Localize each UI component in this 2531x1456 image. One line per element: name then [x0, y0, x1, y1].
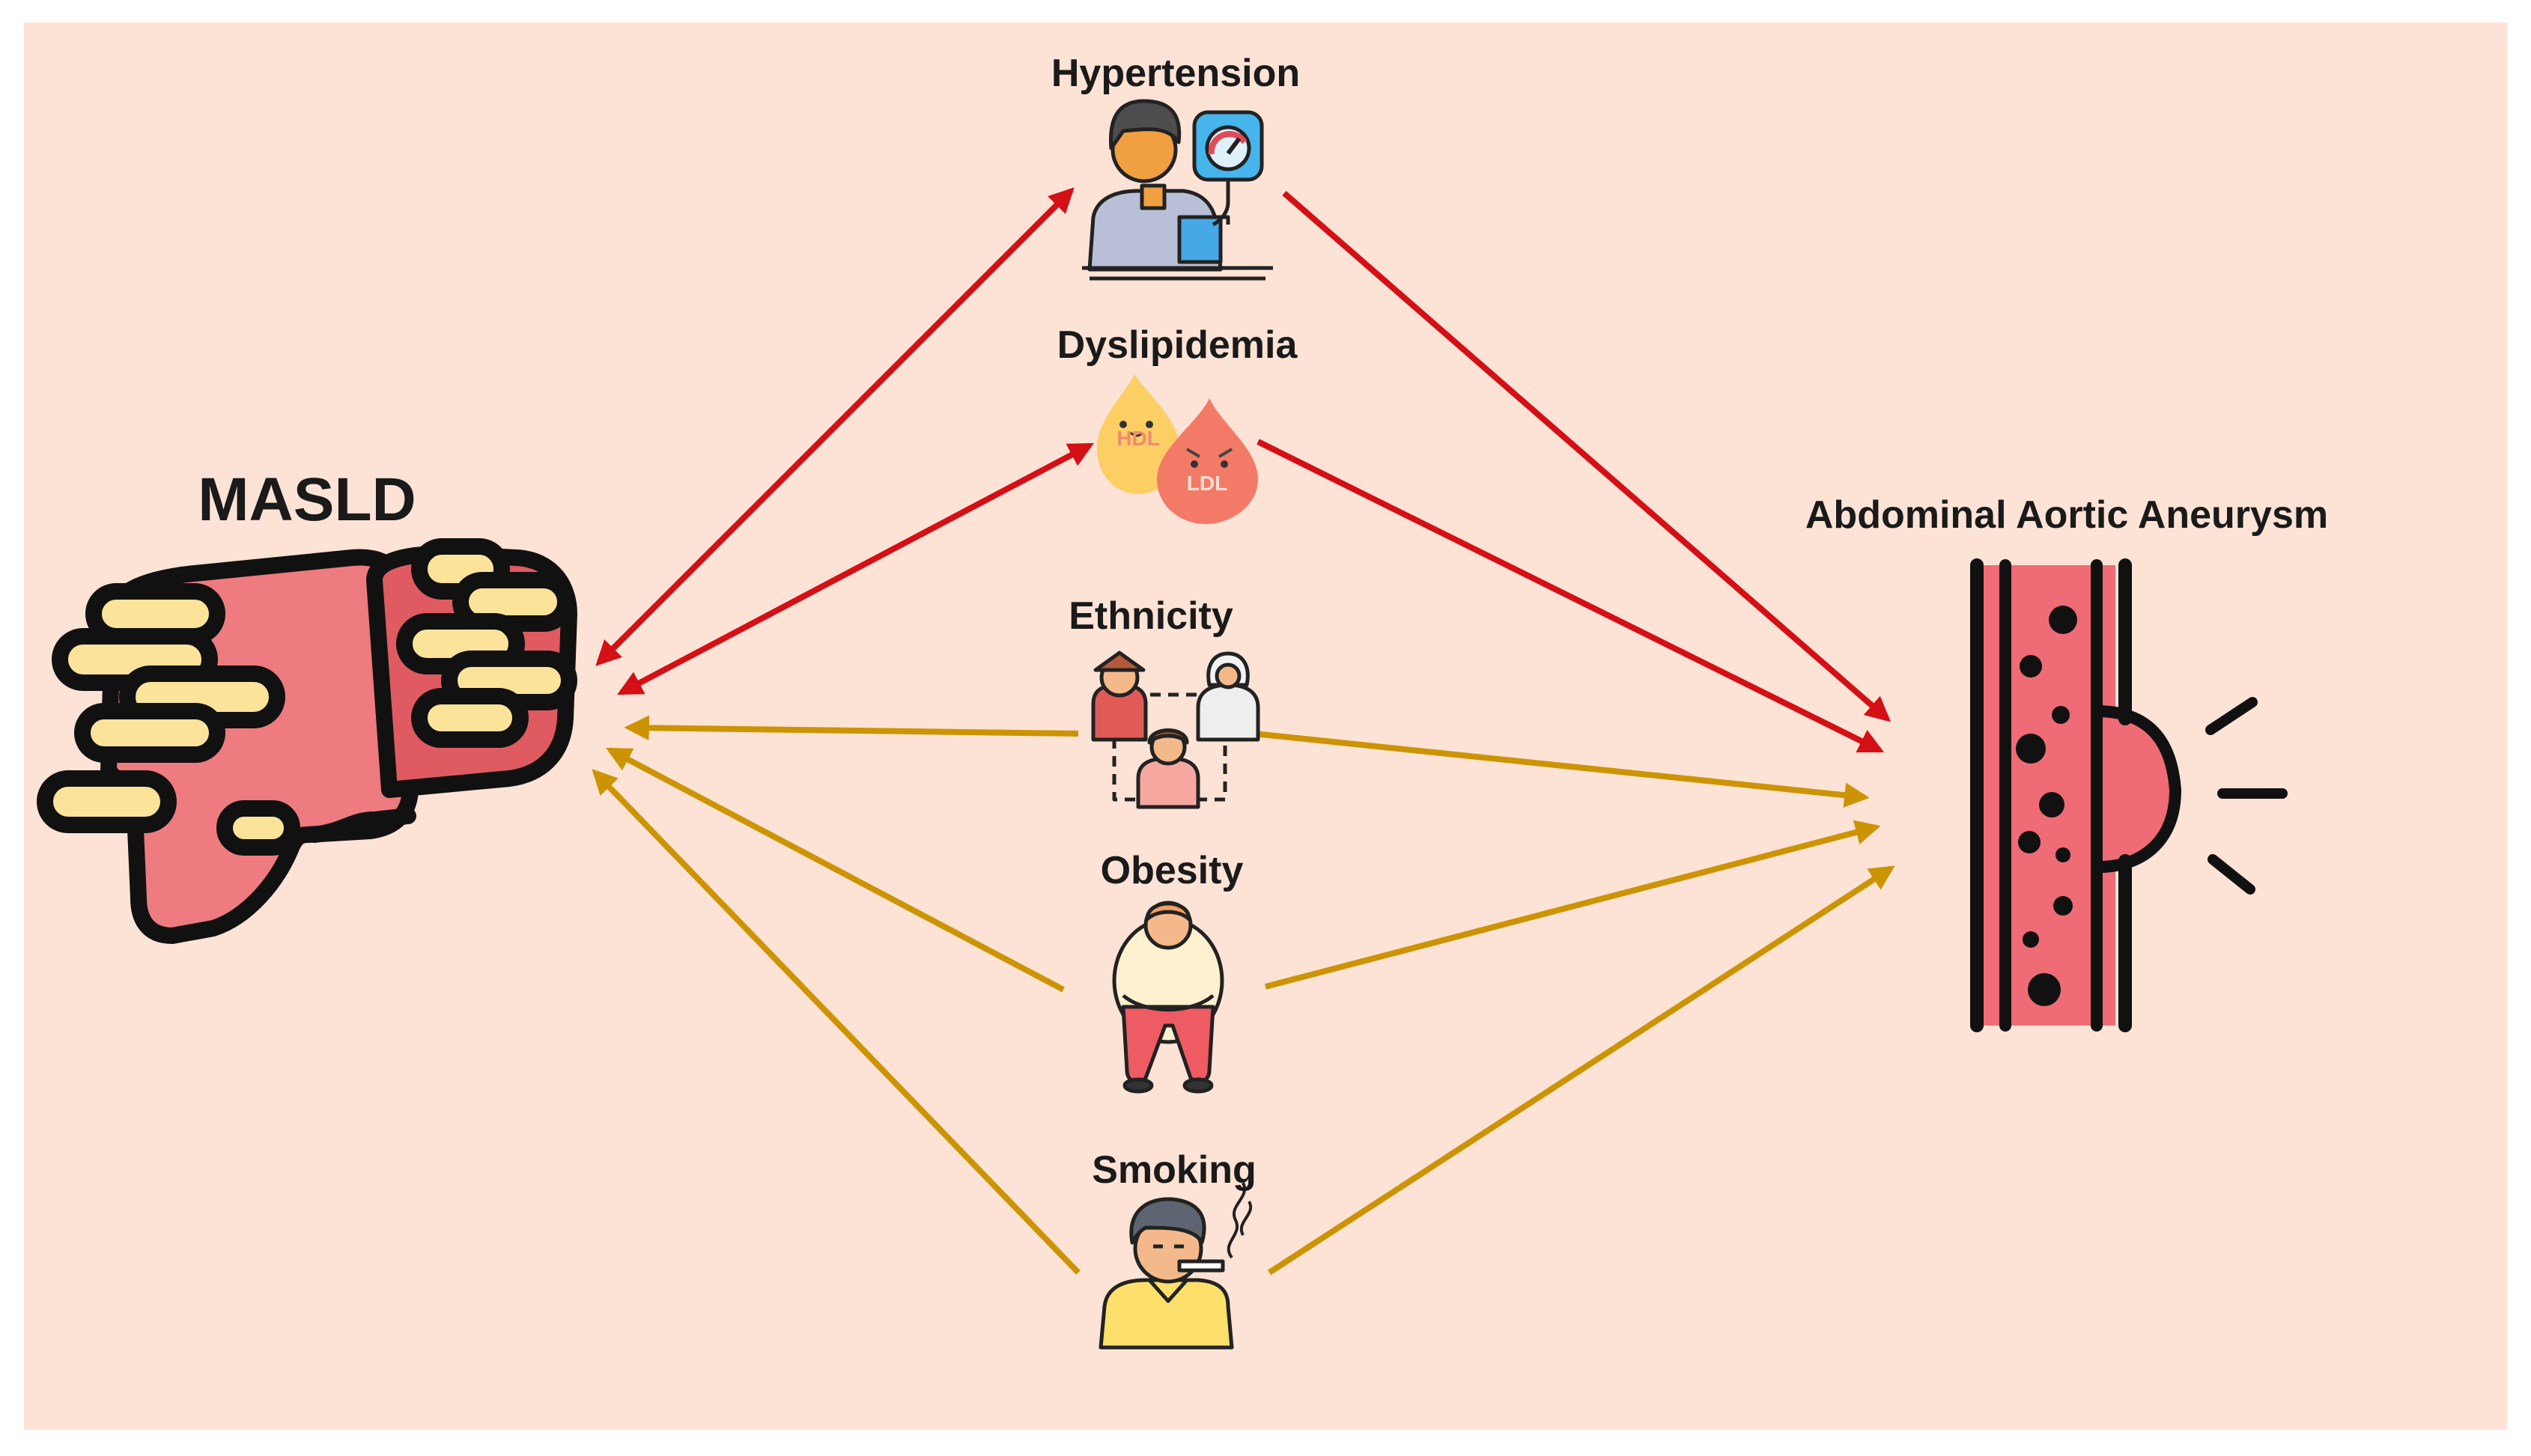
- fatty-liver-icon: [37, 538, 577, 944]
- ldl-label: LDL: [1187, 472, 1227, 495]
- arrow-dyslipidemia-aaa: [1257, 439, 1885, 753]
- obese-person-icon: [1112, 901, 1224, 1094]
- arrow-obesity-aaa: [1264, 820, 1881, 990]
- diverse-people-icon: [1091, 651, 1260, 809]
- smoking-person-icon: [1099, 1182, 1253, 1350]
- arrow-hypertension-aaa: [1282, 190, 1892, 722]
- arrows-layer: [592, 187, 1895, 1276]
- dyslipidemia-label: Dyslipidemia: [1057, 323, 1298, 367]
- arrow-ethnicity-masld: [624, 715, 1079, 741]
- smoking-label: Smoking: [1092, 1148, 1257, 1192]
- arrow-ethnicity-aaa: [1254, 731, 1870, 808]
- aaa-label: Abdominal Aortic Aneurysm: [1805, 493, 2328, 537]
- masld-label: MASLD: [198, 466, 416, 534]
- arrow-obesity-masld: [606, 747, 1065, 993]
- hypertension-label: Hypertension: [1051, 52, 1300, 95]
- blood-pressure-patient-icon: [1082, 99, 1273, 281]
- aortic-aneurysm-icon: [1970, 558, 2288, 1032]
- obesity-label: Obesity: [1101, 849, 1244, 892]
- hdl-label: HDL: [1116, 427, 1160, 450]
- arrow-smoking-aaa: [1267, 865, 1895, 1276]
- cholesterol-drops-icon: HDL LDL: [1097, 374, 1258, 524]
- arrow-masld-dyslipidemia: [617, 442, 1094, 695]
- ethnicity-label: Ethnicity: [1069, 594, 1233, 638]
- arrow-smoking-masld: [592, 769, 1081, 1275]
